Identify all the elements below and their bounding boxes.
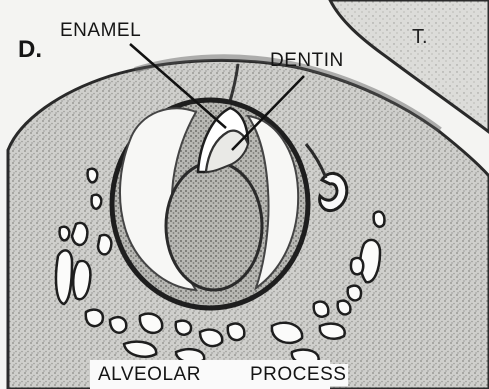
panel-letter: D. — [18, 36, 42, 64]
process-label: PROCESS — [248, 364, 348, 386]
dentin-label: DENTIN — [270, 50, 344, 72]
alveolar-label: ALVEOLAR — [96, 364, 203, 386]
tongue-label: T. — [412, 26, 428, 49]
enamel-label: ENAMEL — [60, 20, 141, 42]
dental-papilla — [166, 162, 262, 290]
